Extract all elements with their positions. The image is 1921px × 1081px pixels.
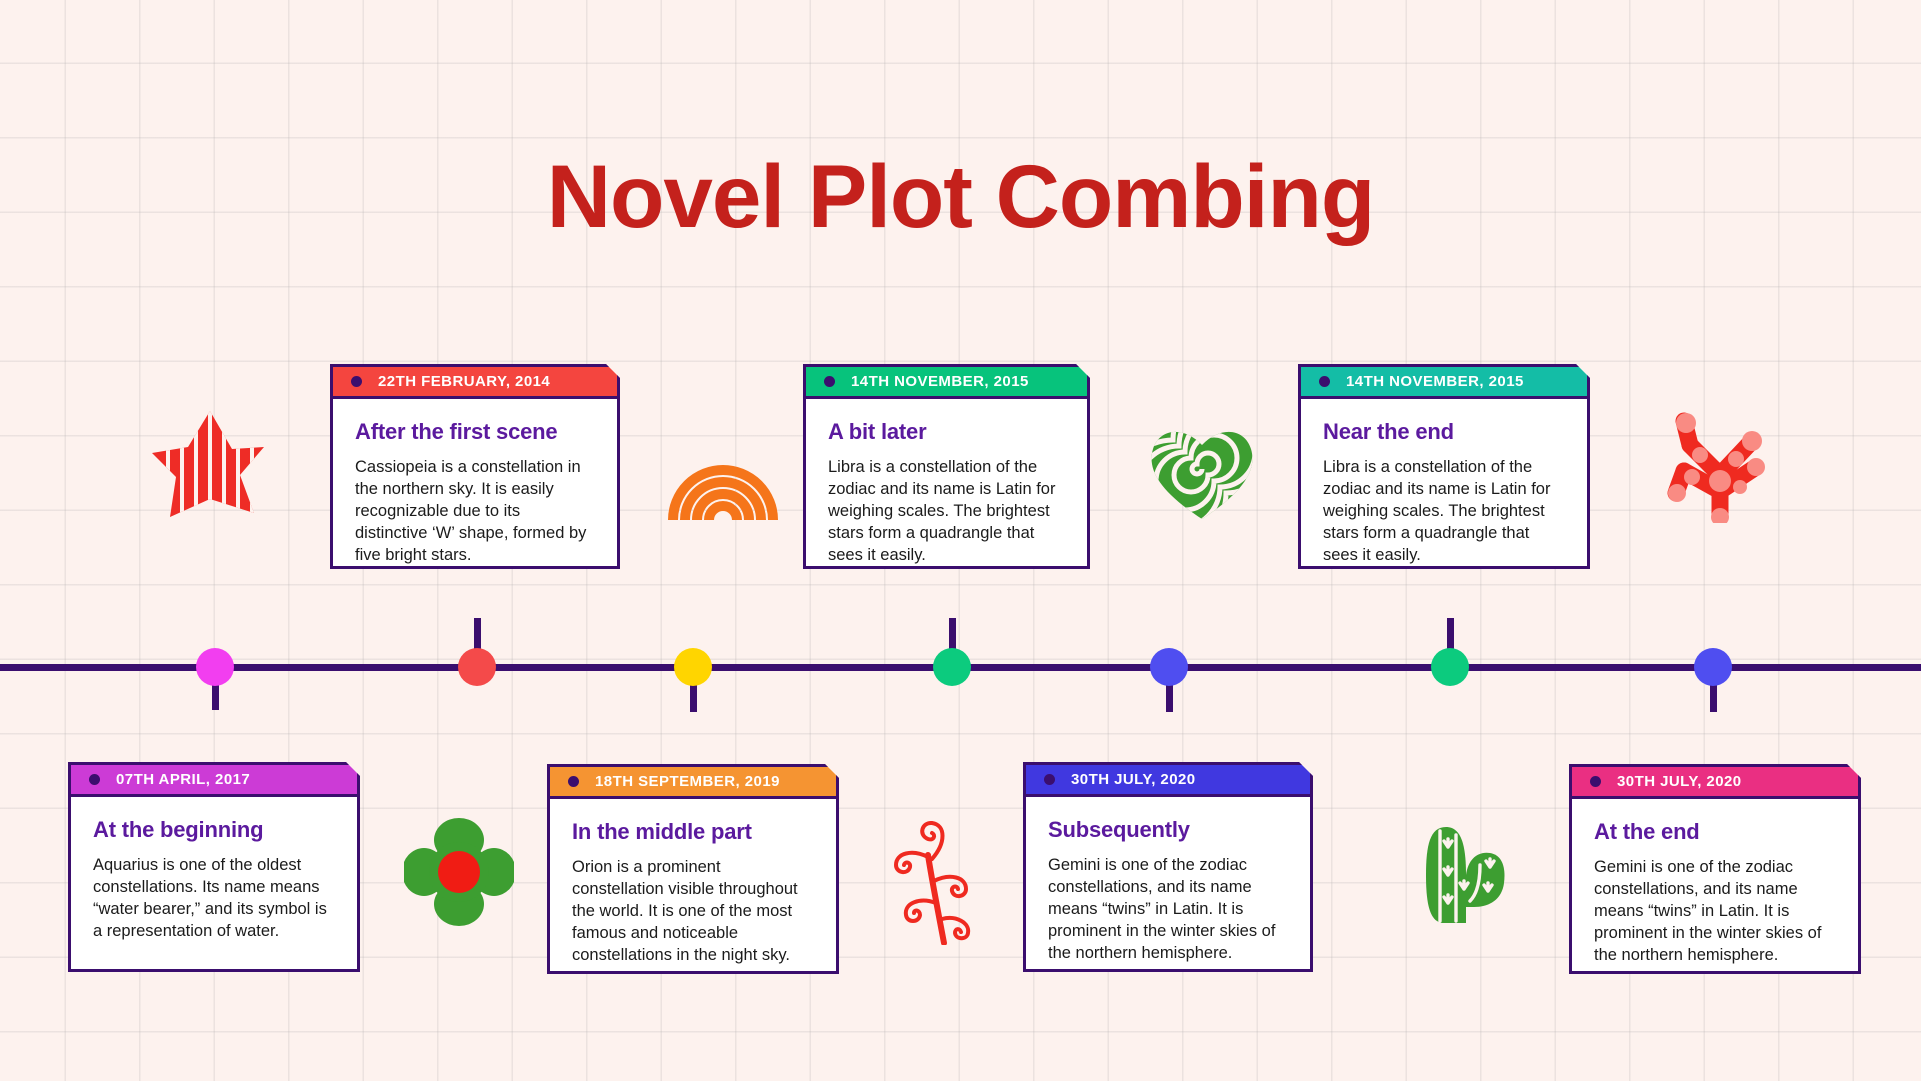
timeline-stem-3 [690,664,697,712]
card-body: In the middle part Orion is a prominent … [547,799,839,974]
timeline-stem-4 [949,618,956,668]
card-header-dot [824,376,835,387]
card-title: Near the end [1323,419,1454,444]
card-body: At the beginning Aquarius is one of the … [68,797,360,972]
timeline-stem-2 [474,618,481,668]
card-title: After the first scene [355,419,558,444]
timeline-node-6[interactable] [1431,648,1469,686]
card-text: Aquarius is one of the oldest constellat… [93,856,327,940]
card-header-dot [568,776,579,787]
timeline-card-bottom-2[interactable]: 18TH SEPTEMBER, 2019 In the middle part … [547,764,839,974]
timeline-stem-7 [1710,664,1717,712]
card-title: A bit later [828,419,927,444]
striped-star-decoration [148,405,268,523]
card-body: Subsequently Gemini is one of the zodiac… [1023,797,1313,972]
card-header: 07TH APRIL, 2017 [68,762,360,797]
timeline-stem-5 [1166,664,1173,712]
timeline-card-bottom-1[interactable]: 07TH APRIL, 2017 At the beginning Aquari… [68,762,360,972]
card-body: A bit later Libra is a constellation of … [803,399,1090,569]
timeline-node-1[interactable] [196,648,234,686]
card-text: Cassiopeia is a constellation in the nor… [355,458,587,564]
timeline-card-top-1[interactable]: 22TH FEBRUARY, 2014 After the first scen… [330,364,620,569]
card-title: Subsequently [1048,817,1190,842]
card-header: 18TH SEPTEMBER, 2019 [547,764,839,799]
card-header-dot [1319,376,1330,387]
card-text: Gemini is one of the zodiac constellatio… [1048,856,1276,962]
green-spiral-heart-decoration [1143,415,1261,523]
timeline-card-bottom-4[interactable]: 30TH JULY, 2020 At the end Gemini is one… [1569,764,1861,974]
card-text: Libra is a constellation of the zodiac a… [1323,458,1551,564]
card-date: 07TH APRIL, 2017 [116,771,251,788]
card-title: At the end [1594,819,1700,844]
card-header: 14TH NOVEMBER, 2015 [1298,364,1590,399]
red-branch-decoration [888,815,984,946]
card-header-dot [1044,774,1055,785]
card-body: Near the end Libra is a constellation of… [1298,399,1590,569]
card-text: Gemini is one of the zodiac constellatio… [1594,858,1822,964]
timeline-node-5[interactable] [1150,648,1188,686]
page-title: Novel Plot Combing [546,146,1376,246]
timeline-node-7[interactable] [1694,648,1732,686]
timeline-stem-6 [1447,618,1454,668]
card-header: 30TH JULY, 2020 [1023,762,1313,797]
card-date: 18TH SEPTEMBER, 2019 [595,773,780,790]
card-header-dot [1590,776,1601,787]
timeline-card-bottom-3[interactable]: 30TH JULY, 2020 Subsequently Gemini is o… [1023,762,1313,972]
card-date: 14TH NOVEMBER, 2015 [1346,373,1524,390]
green-cactus-decoration [1418,805,1514,930]
card-header-dot [89,774,100,785]
timeline-node-3[interactable] [674,648,712,686]
card-body: At the end Gemini is one of the zodiac c… [1569,799,1861,974]
card-header: 30TH JULY, 2020 [1569,764,1861,799]
timeline-stem-1 [212,664,219,710]
card-body: After the first scene Cassiopeia is a co… [330,399,620,569]
card-date: 30TH JULY, 2020 [1617,773,1742,790]
timeline-card-top-2[interactable]: 14TH NOVEMBER, 2015 A bit later Libra is… [803,364,1090,569]
card-date: 30TH JULY, 2020 [1071,771,1196,788]
card-header: 14TH NOVEMBER, 2015 [803,364,1090,399]
timeline-card-top-3[interactable]: 14TH NOVEMBER, 2015 Near the end Libra i… [1298,364,1590,569]
red-coral-decoration [1664,405,1776,526]
timeline-node-2[interactable] [458,648,496,686]
card-date: 22TH FEBRUARY, 2014 [378,373,551,390]
card-date: 14TH NOVEMBER, 2015 [851,373,1029,390]
timeline-node-4[interactable] [933,648,971,686]
card-text: Orion is a prominent constellation visib… [572,858,798,964]
card-header-dot [351,376,362,387]
card-text: Libra is a constellation of the zodiac a… [828,458,1056,564]
green-flower-decoration [402,818,516,926]
card-title: In the middle part [572,819,752,844]
card-header: 22TH FEBRUARY, 2014 [330,364,620,399]
rainbow-arch-decoration [663,424,783,524]
card-title: At the beginning [93,817,264,842]
